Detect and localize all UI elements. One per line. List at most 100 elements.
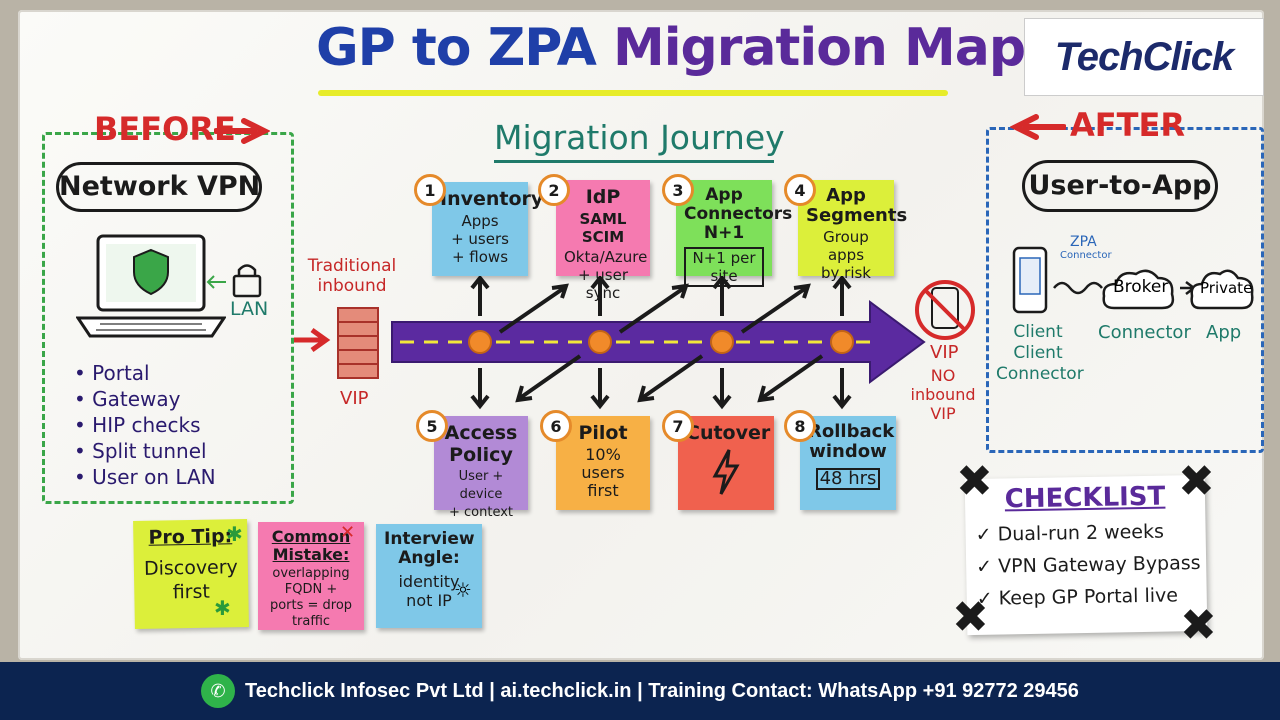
after-section — [986, 127, 1264, 453]
milestone-dot — [588, 330, 612, 354]
tape-cross-icon: ✖ — [956, 456, 993, 507]
step-note-8: Rollback window 48 hrs — [800, 416, 896, 510]
star-icon: ✱ — [226, 522, 243, 546]
no-inbound-icon — [915, 280, 975, 340]
lightbulb-icon: ☼ — [454, 578, 472, 602]
tip-body: identity not IP — [398, 572, 460, 610]
step-number: 3 — [662, 174, 694, 206]
step-body: 48 hrs — [816, 468, 880, 490]
star-icon: ✱ — [214, 596, 231, 620]
step-body: 10% users first — [581, 445, 625, 500]
step-body: N+1 per site — [684, 247, 764, 287]
footer-bar: ✆ Techclick Infosec Pvt Ltd | ai.techcli… — [0, 662, 1280, 720]
bullet-item: Portal — [74, 360, 216, 386]
step-title: IdP — [585, 186, 621, 208]
tape-cross-icon: ✖ — [1178, 456, 1215, 507]
interview-angle-note: Interview Angle: identity not IP — [376, 524, 482, 628]
network-vpn-pill: Network VPN — [56, 162, 262, 212]
no-inbound-vip-top: VIP — [930, 342, 959, 363]
checklist-title: CHECKLIST — [1004, 481, 1166, 515]
tape-cross-icon: ✖ — [952, 592, 989, 643]
tip-title: Pro Tip: — [148, 525, 233, 549]
zpa-sub-label: Connector — [1060, 250, 1112, 261]
firewall-icon — [294, 307, 379, 379]
tip-title: Common Mistake: — [271, 527, 351, 564]
title-part1: GP to ZPA — [316, 18, 597, 78]
step-note-3: App Connectors N+1 N+1 per site — [676, 180, 793, 287]
milestone-dot — [830, 330, 854, 354]
step-sub: SAML SCIM — [579, 210, 627, 246]
firewall-vip-label: VIP — [340, 388, 369, 409]
step-title: Cutover — [686, 422, 771, 444]
step-note-7: Cutover — [678, 416, 774, 510]
checklist-item: ✓ Keep GP Portal live — [976, 584, 1179, 610]
step-body: Okta/Azure + user sync — [564, 248, 648, 302]
step-note-6: Pilot 10% users first — [556, 416, 650, 510]
x-icon: ✕ — [340, 522, 356, 543]
techclick-logo: TechClick — [1024, 18, 1264, 96]
broker-cloud-icon — [1102, 269, 1175, 310]
after-heading: AFTER — [1070, 106, 1185, 144]
title-underline — [318, 90, 948, 96]
tip-title: Interview Angle: — [384, 529, 475, 568]
no-inbound-label: NO inbound VIP — [910, 366, 976, 423]
tape-cross-icon: ✖ — [1180, 600, 1217, 651]
step-number: 6 — [540, 410, 572, 442]
journey-underline — [494, 160, 774, 163]
common-mistake-note: Common Mistake: overlapping FQDN + ports… — [258, 522, 364, 630]
checklist-items: ✓ Dual-run 2 weeks ✓ VPN Gateway Bypass … — [975, 515, 1207, 615]
lock-icon — [206, 264, 262, 298]
arrow-right-icon — [214, 118, 270, 144]
checklist-card: CHECKLIST ✓ Dual-run 2 weeks ✓ VPN Gatew… — [964, 474, 1208, 636]
before-heading: BEFORE — [94, 110, 236, 148]
page-title: GP to ZPA Migration Map — [316, 18, 1026, 78]
bullet-item: Split tunnel — [74, 438, 216, 464]
step-number: 8 — [784, 410, 816, 442]
connector-label: Connector — [1098, 322, 1191, 343]
step-number: 5 — [416, 410, 448, 442]
app-label: App — [1206, 322, 1242, 343]
step-body: Group apps by risk — [820, 228, 871, 282]
step-note-4: App Segments Group apps by risk — [798, 180, 908, 282]
step-title: Rollback window — [808, 421, 895, 462]
checklist-item: ✓ VPN Gateway Bypass — [975, 552, 1201, 578]
step-title: Inventory — [440, 188, 544, 210]
tip-body: overlapping FQDN + ports = drop traffic — [269, 566, 353, 629]
step-body: User + device + context — [448, 469, 514, 520]
step-number: 2 — [538, 174, 570, 206]
client-connector-label: Client Client Connector — [996, 322, 1084, 384]
step-note-1: Inventory Apps + users + flows — [432, 182, 544, 276]
laptop-icon — [76, 234, 226, 338]
before-section — [42, 132, 294, 504]
step-body: Apps + users + flows — [451, 212, 509, 266]
step-number: 4 — [784, 174, 816, 206]
whatsapp-icon: ✆ — [201, 674, 236, 708]
logo-text: TechClick — [1054, 34, 1234, 79]
zpa-label: ZPA — [1070, 234, 1097, 250]
footer-text: Techclick Infosec Pvt Ltd | ai.techclick… — [245, 679, 1079, 702]
milestone-dot — [468, 330, 492, 354]
journey-heading: Migration Journey — [494, 118, 785, 157]
step-title: App Connectors N+1 — [684, 185, 793, 243]
step-title: App Segments — [806, 185, 908, 226]
step-title: Pilot — [578, 422, 628, 444]
user-to-app-pill: User-to-App — [1022, 160, 1218, 212]
milestone-dot — [710, 330, 734, 354]
bullet-item: Gateway — [74, 386, 216, 412]
arrow-left-icon — [1010, 114, 1066, 140]
phone-icon — [1012, 246, 1048, 314]
step-title: Access Policy — [444, 422, 518, 466]
bullet-item: User on LAN — [74, 464, 215, 490]
step-note-5: Access Policy User + device + context — [434, 416, 528, 520]
checklist-item: ✓ Dual-run 2 weeks — [975, 520, 1165, 546]
before-bullets: Portal Gateway HIP checks Split tunnel U… — [74, 360, 216, 490]
lightning-icon — [712, 449, 740, 495]
lan-label: LAN — [230, 298, 269, 320]
step-number: 1 — [414, 174, 446, 206]
private-label: Private — [1200, 279, 1253, 297]
traditional-inbound-label: Traditional inbound — [307, 256, 397, 296]
step-note-2: IdP SAML SCIM Okta/Azure + user sync — [556, 180, 650, 302]
bullet-item: HIP checks — [74, 412, 216, 438]
private-cloud-icon — [1190, 269, 1254, 310]
journey-road — [391, 274, 926, 410]
